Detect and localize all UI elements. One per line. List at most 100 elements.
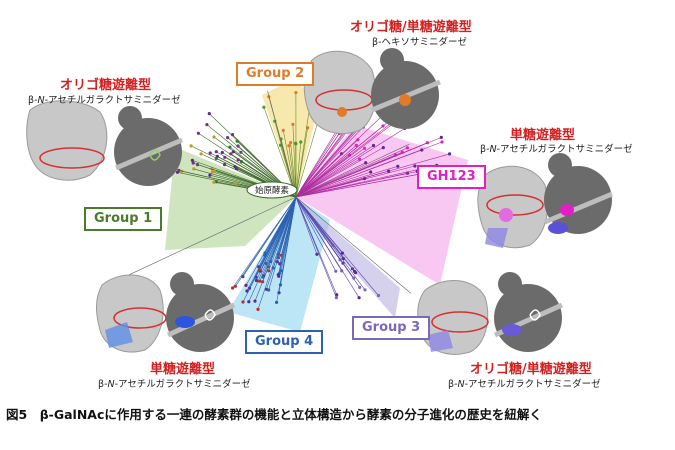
tree-branch <box>295 145 357 198</box>
tree-leaf <box>228 145 232 149</box>
tree-leaf <box>233 284 237 288</box>
tree-branch <box>235 196 297 287</box>
tree-leaf <box>267 288 271 292</box>
group2-label: Group 2 <box>236 62 315 86</box>
tree-leaf <box>363 288 367 292</box>
tree-leaf <box>371 143 376 148</box>
tree-branch <box>295 120 363 198</box>
tree-branch <box>295 196 337 295</box>
tree-leaf <box>294 141 298 145</box>
tree-branch <box>295 148 365 198</box>
group3-type: オリゴ糖/単糖遊離型 <box>470 362 592 377</box>
group1-enzyme: β-N-アセチルガラクトサミニダーゼ <box>28 95 181 106</box>
tree-branch <box>295 196 355 272</box>
tree-branch <box>295 166 398 198</box>
tree-leaf <box>256 307 260 311</box>
tree-branch <box>257 196 297 310</box>
tree-branch <box>295 128 405 198</box>
group2-region <box>262 80 320 197</box>
tree-branch <box>295 196 337 272</box>
tree-branch <box>295 165 437 198</box>
tree-leaf <box>196 131 200 135</box>
tree-leaf <box>354 143 358 147</box>
tree-leaf <box>276 252 280 256</box>
tree-branch-outlier <box>267 90 297 198</box>
tree-leaf <box>241 275 245 279</box>
tree-branch <box>295 129 343 198</box>
tree-leaf <box>352 269 357 273</box>
tree-leaf <box>231 150 235 154</box>
tree-branch <box>295 173 424 198</box>
tree-branch <box>295 196 355 279</box>
tree-leaf <box>281 128 285 132</box>
tree-leaf <box>440 140 444 144</box>
tree-leaf <box>335 293 339 297</box>
tree-branch <box>295 109 310 198</box>
gh123-type: 単糖遊離型 <box>510 128 576 143</box>
tree-leaf <box>294 91 298 95</box>
tree-branch <box>295 171 418 198</box>
tree-branch <box>278 196 297 275</box>
tree-leaf <box>199 152 203 156</box>
tree-leaf <box>376 293 381 298</box>
tree-leaf <box>220 150 224 155</box>
tree-branch <box>295 145 374 198</box>
tree-leaf <box>212 169 216 173</box>
tree-leaf <box>276 273 280 277</box>
tree-leaf <box>245 289 249 293</box>
tree-leaf <box>356 138 360 142</box>
tree-leaf <box>299 140 303 144</box>
tree-branch <box>292 124 297 198</box>
tree-leaf <box>192 167 196 171</box>
tree-branch <box>295 149 422 198</box>
tree-branch-outlier <box>295 196 412 294</box>
tree-leaf <box>261 275 265 279</box>
group1-label: Group 1 <box>84 207 163 231</box>
tree-branch <box>295 171 371 198</box>
tree-leaf <box>439 135 443 139</box>
tree-leaf <box>381 146 385 150</box>
tree-leaf <box>334 296 338 300</box>
tree-leaf <box>340 251 344 255</box>
tree-leaf <box>357 296 361 300</box>
tree-leaf <box>189 144 193 148</box>
group4-label: Group 4 <box>245 330 324 354</box>
tree-leaf <box>258 279 262 283</box>
tree-leaf <box>212 135 216 139</box>
tree-leaf <box>334 269 338 273</box>
tree-leaf <box>191 161 195 165</box>
tree-leaf <box>357 157 362 161</box>
tree-leaf <box>387 169 391 173</box>
tree-branch-outlier <box>114 196 297 282</box>
tree-leaf <box>205 123 209 127</box>
tree-leaf <box>405 146 409 150</box>
tree-leaf <box>352 276 356 280</box>
tree-leaf <box>275 300 279 304</box>
group3-enzyme: β-N-アセチルガラクトサミニダーゼ <box>448 379 601 390</box>
tree-leaf <box>231 286 235 290</box>
tree-branch <box>295 121 366 198</box>
figure-caption: 図5 β-GalNAcに作用する一連の酵素群の機能と立体構造から酵素の分子進化の… <box>6 407 542 422</box>
tree-branch <box>295 126 364 198</box>
cell-group1 <box>114 106 183 186</box>
group4-type: 単糖遊離型 <box>150 362 216 377</box>
group3-label: Group 3 <box>352 316 431 340</box>
group2-enzyme: β-ヘキソサミニダーゼ <box>372 37 467 48</box>
tree-branch <box>295 115 383 198</box>
tree-leaf <box>212 180 216 184</box>
tree-branch-outlier <box>295 143 410 198</box>
cell-group3 <box>493 272 564 352</box>
gh123-enzyme: β-N-アセチルガラクトサミニダーゼ <box>480 144 633 155</box>
tree-branch <box>276 196 297 303</box>
tree-leaf <box>190 158 194 162</box>
tree-branch <box>295 147 384 198</box>
cell-group4 <box>166 272 236 352</box>
group2-type: オリゴ糖/単糖遊離型 <box>350 20 472 35</box>
tree-leaf <box>448 152 452 156</box>
tree-leaf <box>229 152 233 156</box>
tree-leaf <box>413 164 417 168</box>
tree-leaf <box>223 155 227 159</box>
group1-type: オリゴ糖遊離型 <box>60 78 152 93</box>
tree-leaf <box>233 165 237 169</box>
tree-branch <box>295 118 320 198</box>
